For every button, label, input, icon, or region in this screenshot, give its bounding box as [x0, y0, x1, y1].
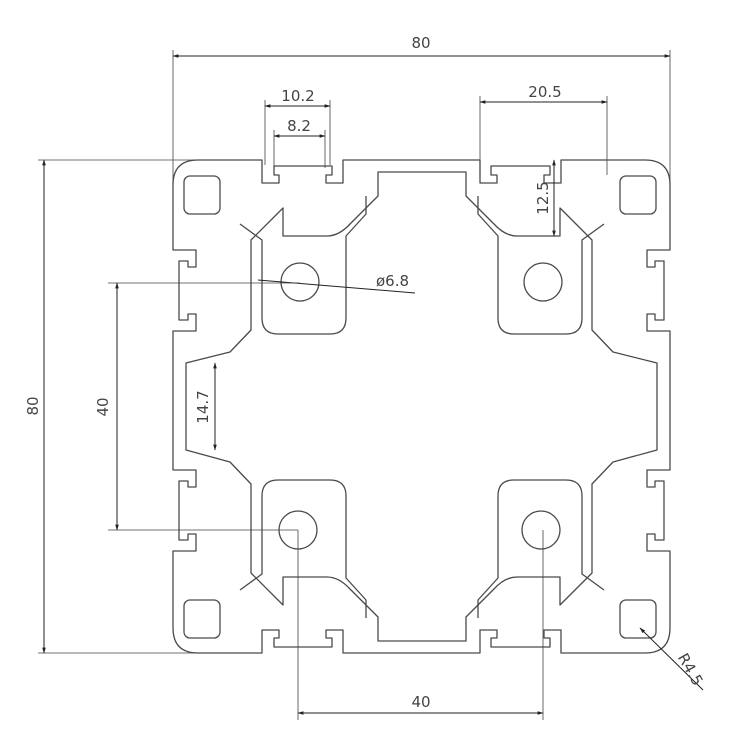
leader-hole-diameter	[257, 279, 416, 294]
corner-cavity-top-left	[183, 175, 221, 215]
dim-hole-pitch-vertical: 40	[94, 397, 112, 416]
corner-cavity-top-right	[619, 175, 657, 215]
corner-cavity-bottom-right	[619, 599, 657, 639]
dim-slot-width: 20.5	[528, 83, 561, 101]
dim-hole-pitch-horizontal: 40	[411, 693, 430, 711]
corner-cavity-bottom-left	[183, 599, 221, 639]
boss-web-top-right	[477, 196, 605, 335]
dim-slot-depth: 12.5	[534, 181, 552, 214]
dim-hole-diameter: ø6.8	[376, 272, 409, 290]
outer-profile-outline	[172, 159, 671, 654]
boss-web-bottom-left	[239, 479, 367, 618]
bolt-hole-top-right	[523, 262, 563, 302]
dim-slot-outer: 10.2	[281, 87, 314, 105]
dim-slot-inner: 8.2	[287, 117, 311, 135]
dim-overall-height: 80	[24, 396, 42, 415]
boss-web-bottom-right	[477, 479, 605, 618]
aluminum-profile	[172, 159, 671, 654]
dim-overall-width: 80	[411, 34, 430, 52]
bolt-hole-bottom-right	[521, 510, 561, 550]
center-cross-cavity	[185, 171, 658, 642]
dim-center-gap: 14.7	[194, 390, 212, 423]
boss-web-top-left	[239, 196, 367, 335]
dim-corner-radius: R4.5	[674, 650, 707, 689]
dimensions: 80 10.2 8.2 20.5 12.5 ø6.8 80 40	[24, 34, 707, 720]
